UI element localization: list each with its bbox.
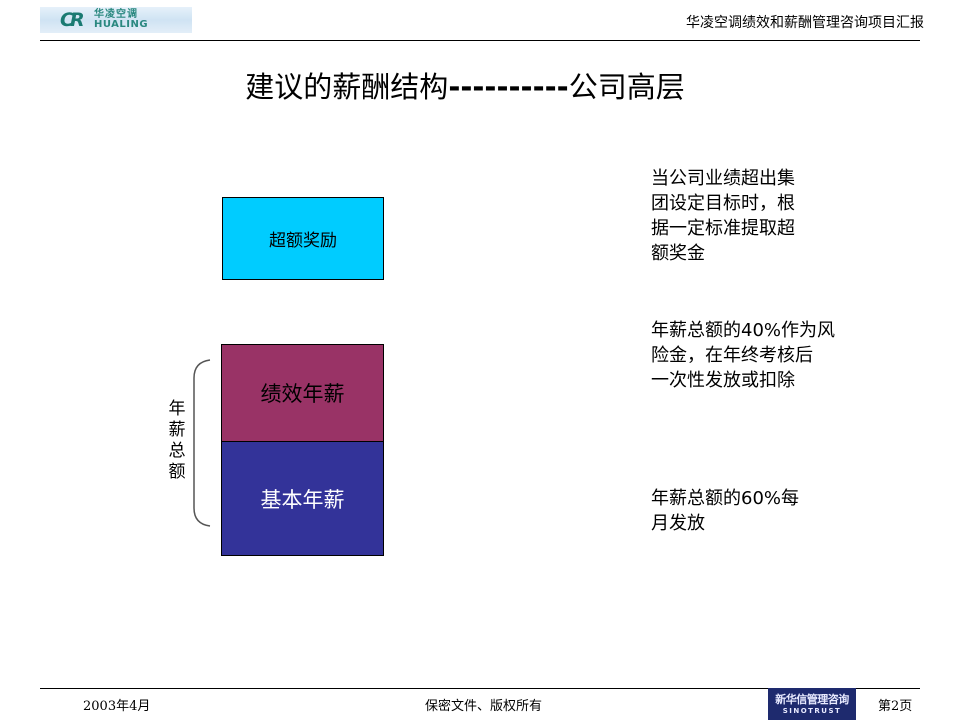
left-brace-icon	[193, 359, 211, 527]
sinotrust-logo: 新华信管理咨询 SINOTRUST	[768, 688, 856, 720]
performance-salary-box: 绩效年薪	[221, 344, 384, 442]
hualing-logo-mark: CR	[60, 9, 84, 31]
bonus-box-label: 超额奖励	[269, 231, 337, 251]
hualing-logo-en: HUALING	[94, 19, 149, 30]
slide-title-dash: ----------	[448, 70, 569, 104]
performance-salary-label: 绩效年薪	[260, 382, 345, 406]
hualing-logo-cn: 华凌空调	[94, 9, 138, 20]
bonus-box: 超额奖励	[222, 197, 384, 280]
total-salary-label: 年 薪 总 额	[168, 399, 186, 482]
header-title: 华凌空调绩效和薪酬管理咨询项目汇报	[686, 15, 924, 31]
footer-confidential: 保密文件、版权所有	[425, 699, 543, 714]
slide-title-prefix: 建议的薪酬结构	[245, 70, 449, 104]
footer-date: 2003年4月	[83, 699, 151, 714]
base-salary-label: 基本年薪	[260, 487, 345, 512]
slide-title-suffix: 公司高层	[568, 70, 685, 104]
header-divider	[40, 40, 920, 41]
base-note: 年薪总额的60%每 月发放	[651, 488, 800, 534]
base-salary-box: 基本年薪	[221, 441, 384, 556]
slide-title: 建议的薪酬结构----------公司高层	[0, 64, 930, 106]
page-number: 第2页	[878, 699, 913, 714]
performance-note: 年薪总额的40%作为风 险金，在年终考核后 一次性发放或扣除	[651, 320, 836, 391]
footer-divider	[40, 688, 920, 689]
hualing-logo: CR 华凌空调 HUALING	[40, 7, 192, 33]
bonus-note: 当公司业绩超出集 团设定目标时，根 据一定标准提取超 额奖金	[651, 168, 795, 264]
